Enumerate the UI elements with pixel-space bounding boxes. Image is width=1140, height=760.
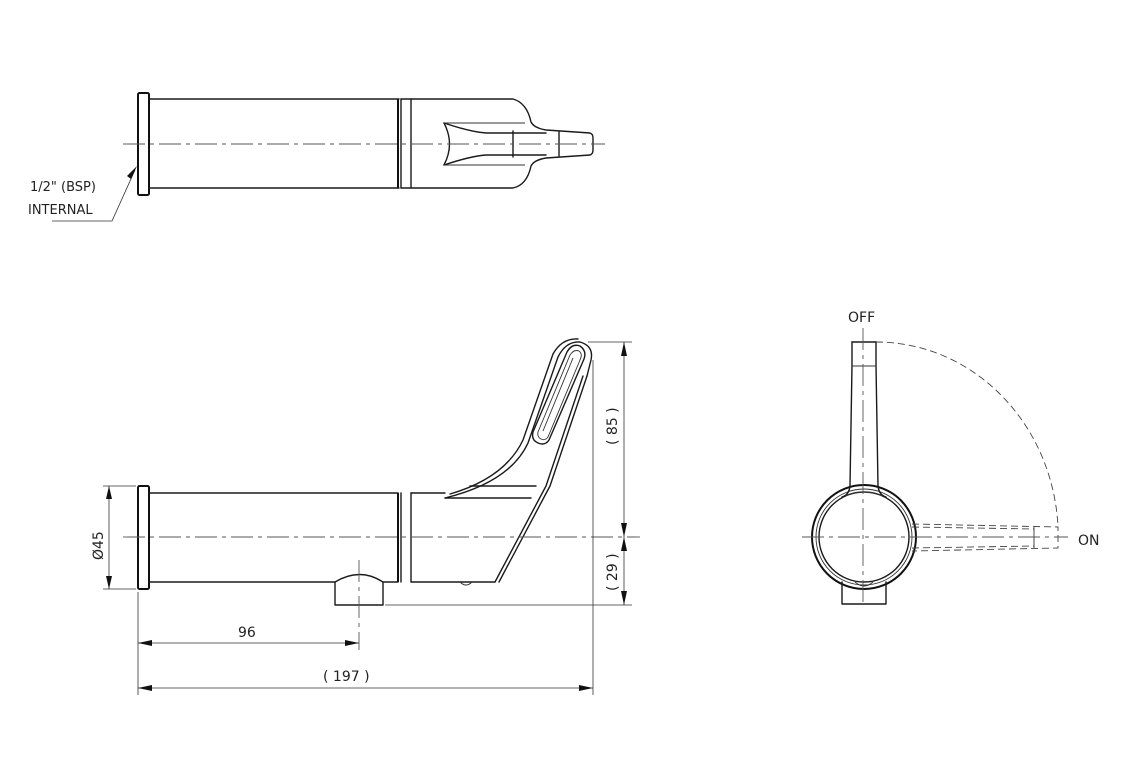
lever-handle (841, 341, 853, 498)
outer-ring (811, 484, 917, 590)
thread-callout-line1: 1/2" (BSP) (30, 180, 96, 195)
end-view: OFF ON (802, 310, 1100, 605)
dimension-85: ( 85 ) (605, 407, 621, 445)
dimension-96: 96 (238, 625, 256, 641)
dimension-29: ( 29 ) (605, 553, 621, 591)
flange (137, 485, 150, 590)
off-label: OFF (848, 310, 875, 326)
on-label: ON (1078, 533, 1100, 549)
side-view: Ø45 96 ( 197 ) ( 85 ) ( 29 ) (91, 338, 640, 695)
aerator (334, 573, 384, 606)
diameter-dimension: Ø45 (91, 531, 107, 560)
dimension-197: ( 197 ) (323, 669, 370, 685)
thread-callout-line2: INTERNAL (28, 203, 93, 218)
rotation-arc (875, 341, 1059, 528)
top-view: 1/2" (BSP) INTERNAL (28, 92, 605, 222)
